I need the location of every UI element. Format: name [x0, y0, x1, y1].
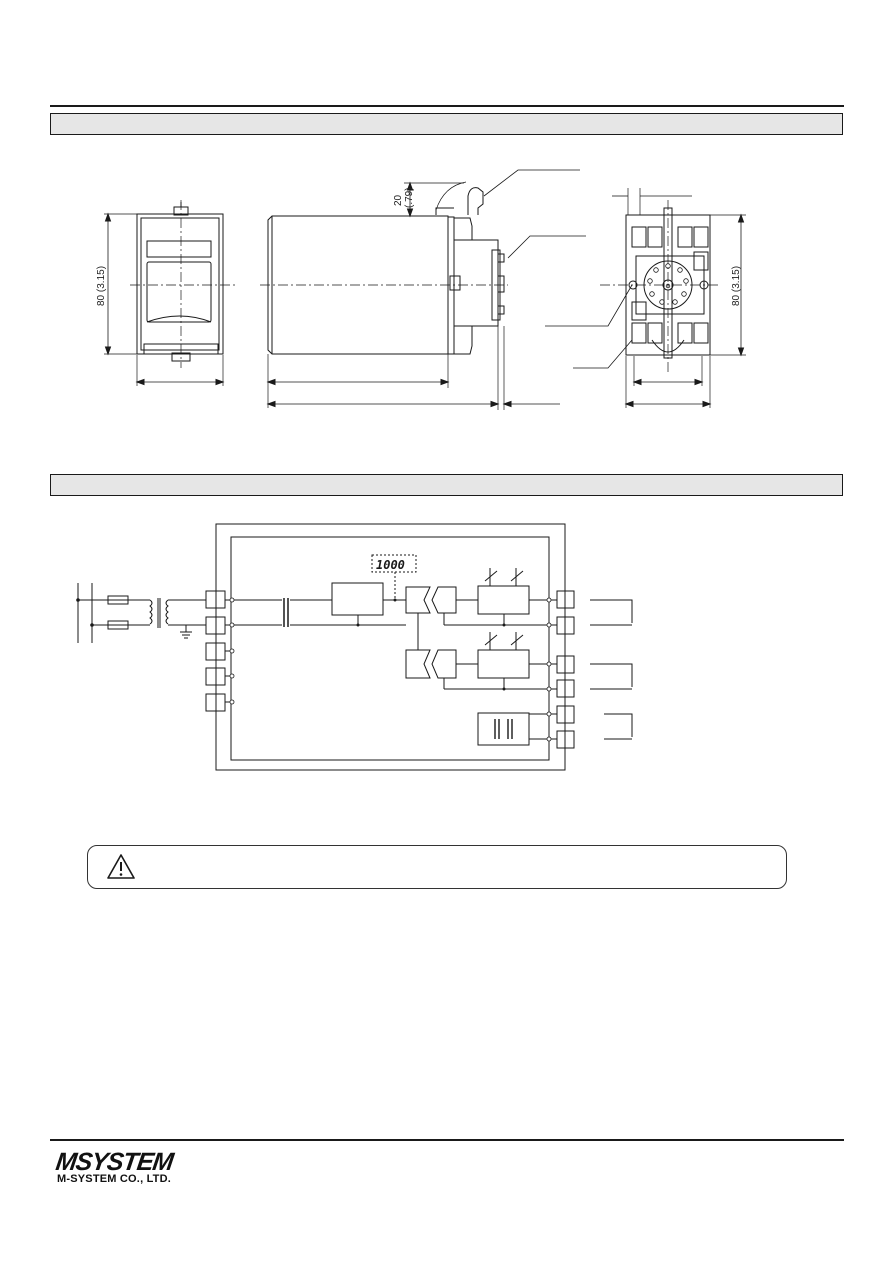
warning-box — [87, 845, 787, 889]
company-logo: MSYSTEM M-SYSTEM CO., LTD. — [54, 1148, 196, 1189]
warning-triangle-icon — [107, 854, 135, 879]
front-view — [104, 200, 235, 386]
section-header-dimensions — [50, 113, 843, 135]
display-readout: 1000 — [376, 558, 405, 572]
rail-offset-label: 20 — [393, 194, 404, 206]
logo-mark: MSYSTEM — [54, 1148, 175, 1176]
dimensions-drawing: 80 (3.15) 20 (.79) 80 (3.15) — [96, 169, 746, 410]
rail-offset-inch-label: (.79) — [404, 187, 415, 208]
block-diagram: 1000 — [76, 523, 633, 771]
socket-view — [545, 188, 746, 408]
top-rule — [50, 105, 844, 107]
bottom-rule — [50, 1139, 844, 1141]
section-header-block-diagram — [50, 474, 843, 496]
socket-height-label: 80 (3.15) — [731, 266, 742, 306]
company-name: M-SYSTEM CO., LTD. — [57, 1173, 172, 1185]
front-height-label: 80 (3.15) — [96, 266, 107, 306]
side-view — [260, 169, 586, 410]
